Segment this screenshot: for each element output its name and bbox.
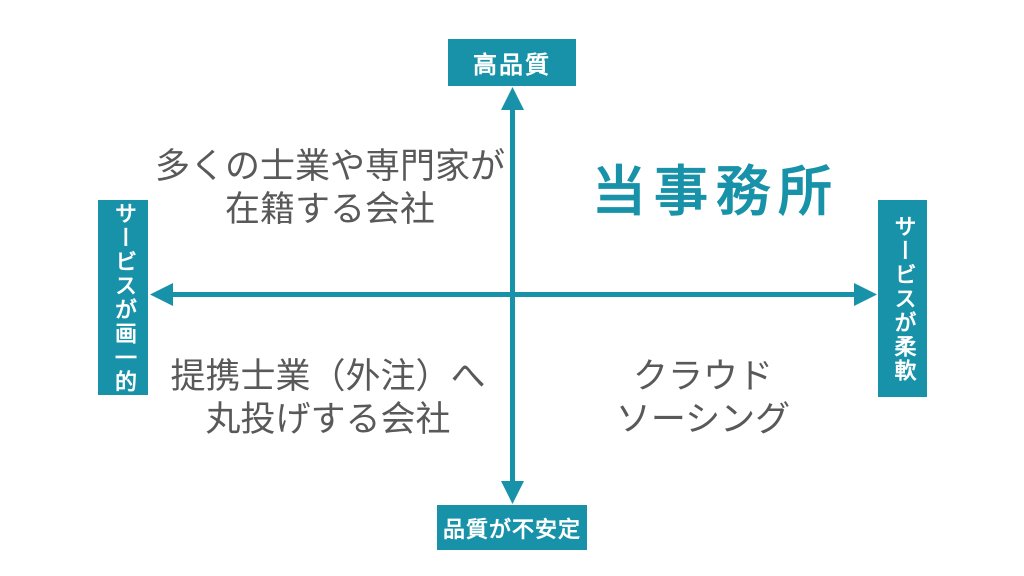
- axis-label-bottom: 品質が不安定: [437, 505, 587, 550]
- axis-label-left: サービスが画一的: [98, 200, 148, 395]
- axis-label-top: 高品質: [448, 39, 576, 86]
- quadrant-top-right-label: 当事務所: [592, 160, 840, 223]
- up-arrowhead-icon: [501, 87, 524, 110]
- left-arrowhead-icon: [150, 283, 173, 306]
- quadrant-top-left-label: 多くの士業や専門家が 在籍する会社: [154, 147, 506, 230]
- right-arrowhead-icon: [854, 283, 877, 306]
- quadrant-bottom-right-label: クラウド ソーシング: [615, 357, 791, 440]
- down-arrowhead-icon: [501, 481, 524, 504]
- quadrant-bottom-left-label: 提携士業（外注）へ 丸投げする会社: [170, 357, 486, 440]
- axis-label-right: サービスが柔軟: [878, 200, 927, 397]
